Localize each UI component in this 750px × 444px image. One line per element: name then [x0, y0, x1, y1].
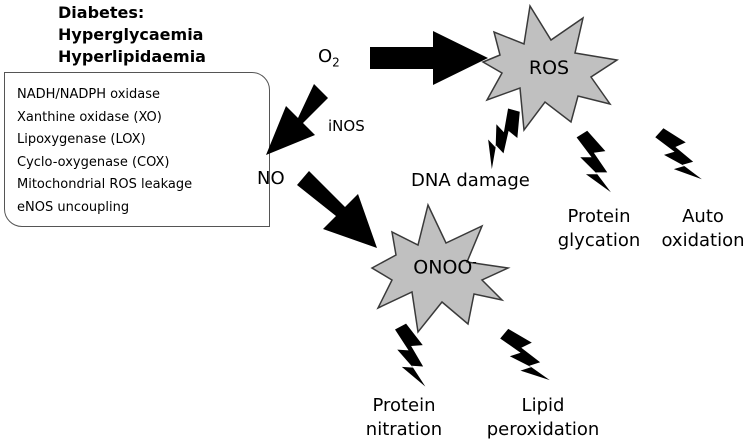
auto-oxidation-line2: oxidation: [661, 230, 745, 251]
protein-nitration-label: Protein nitration: [354, 394, 454, 442]
ros-sources-list: NADH/NADPH oxidase Xanthine oxidase (XO)…: [17, 84, 192, 220]
source-item-xanthine-oxidase: Xanthine oxidase (XO): [17, 109, 162, 125]
auto-oxidation-label: Auto oxidation: [658, 205, 748, 253]
bolt-auto-oxidation: [655, 128, 702, 180]
protein-glycation-line2: glycation: [557, 230, 641, 251]
source-item-lipoxygenase: Lipoxygenase (LOX): [17, 132, 146, 148]
source-item-mitochondrial-leakage: Mitochondrial ROS leakage: [17, 177, 193, 193]
onoo-burst: [370, 202, 511, 334]
protein-glycation-label: Protein glycation: [549, 205, 649, 253]
arrow-o2-to-ros: [370, 31, 488, 85]
auto-oxidation-line1: Auto: [682, 206, 724, 227]
protein-nitration-line1: Protein: [372, 395, 436, 416]
oxygen-label: O2: [318, 45, 340, 75]
bolt-protein-nitration: [395, 323, 426, 387]
lipid-peroxidation-line1: Lipid: [521, 395, 565, 416]
protein-glycation-line1: Protein: [567, 206, 631, 227]
oxygen-symbol: O: [318, 46, 333, 67]
dna-damage-label: DNA damage: [411, 170, 530, 191]
nitric-oxide-label: NO: [257, 168, 285, 189]
peroxynitrite-formula: ONOO: [413, 256, 473, 279]
ros-label: ROS: [528, 57, 570, 79]
source-item-enos-uncoupling: eNOS uncoupling: [17, 199, 130, 215]
title-line-hyperlipidaemia: Hyperlipidaemia: [58, 47, 206, 66]
source-item-cyclo-oxygenase: Cyclo-oxygenase (COX): [17, 154, 170, 170]
bolt-lipid-peroxidation: [500, 328, 550, 381]
bolt-dna-damage: [488, 108, 520, 170]
arrow-o2-to-no: [266, 84, 328, 155]
oxygen-subscript: 2: [332, 55, 340, 70]
lipid-peroxidation-label: Lipid peroxidation: [475, 394, 611, 442]
title-line-diabetes: Diabetes:: [58, 3, 145, 22]
peroxynitrite-label: ONOO-: [403, 255, 487, 278]
bolt-protein-glycation: [576, 130, 611, 193]
inos-label: iNOS: [328, 117, 365, 135]
arrow-no-to-onoo: [297, 171, 377, 248]
lipid-peroxidation-line2: peroxidation: [486, 419, 600, 440]
source-item-nadph-oxidase: NADH/NADPH oxidase: [17, 87, 161, 102]
diabetes-title: Diabetes: Hyperglycaemia Hyperlipidaemia: [58, 2, 258, 68]
ros-burst: [481, 3, 620, 133]
title-line-hyperglycaemia: Hyperglycaemia: [58, 25, 204, 44]
peroxynitrite-charge: -: [472, 255, 477, 269]
protein-nitration-line2: nitration: [365, 419, 443, 440]
